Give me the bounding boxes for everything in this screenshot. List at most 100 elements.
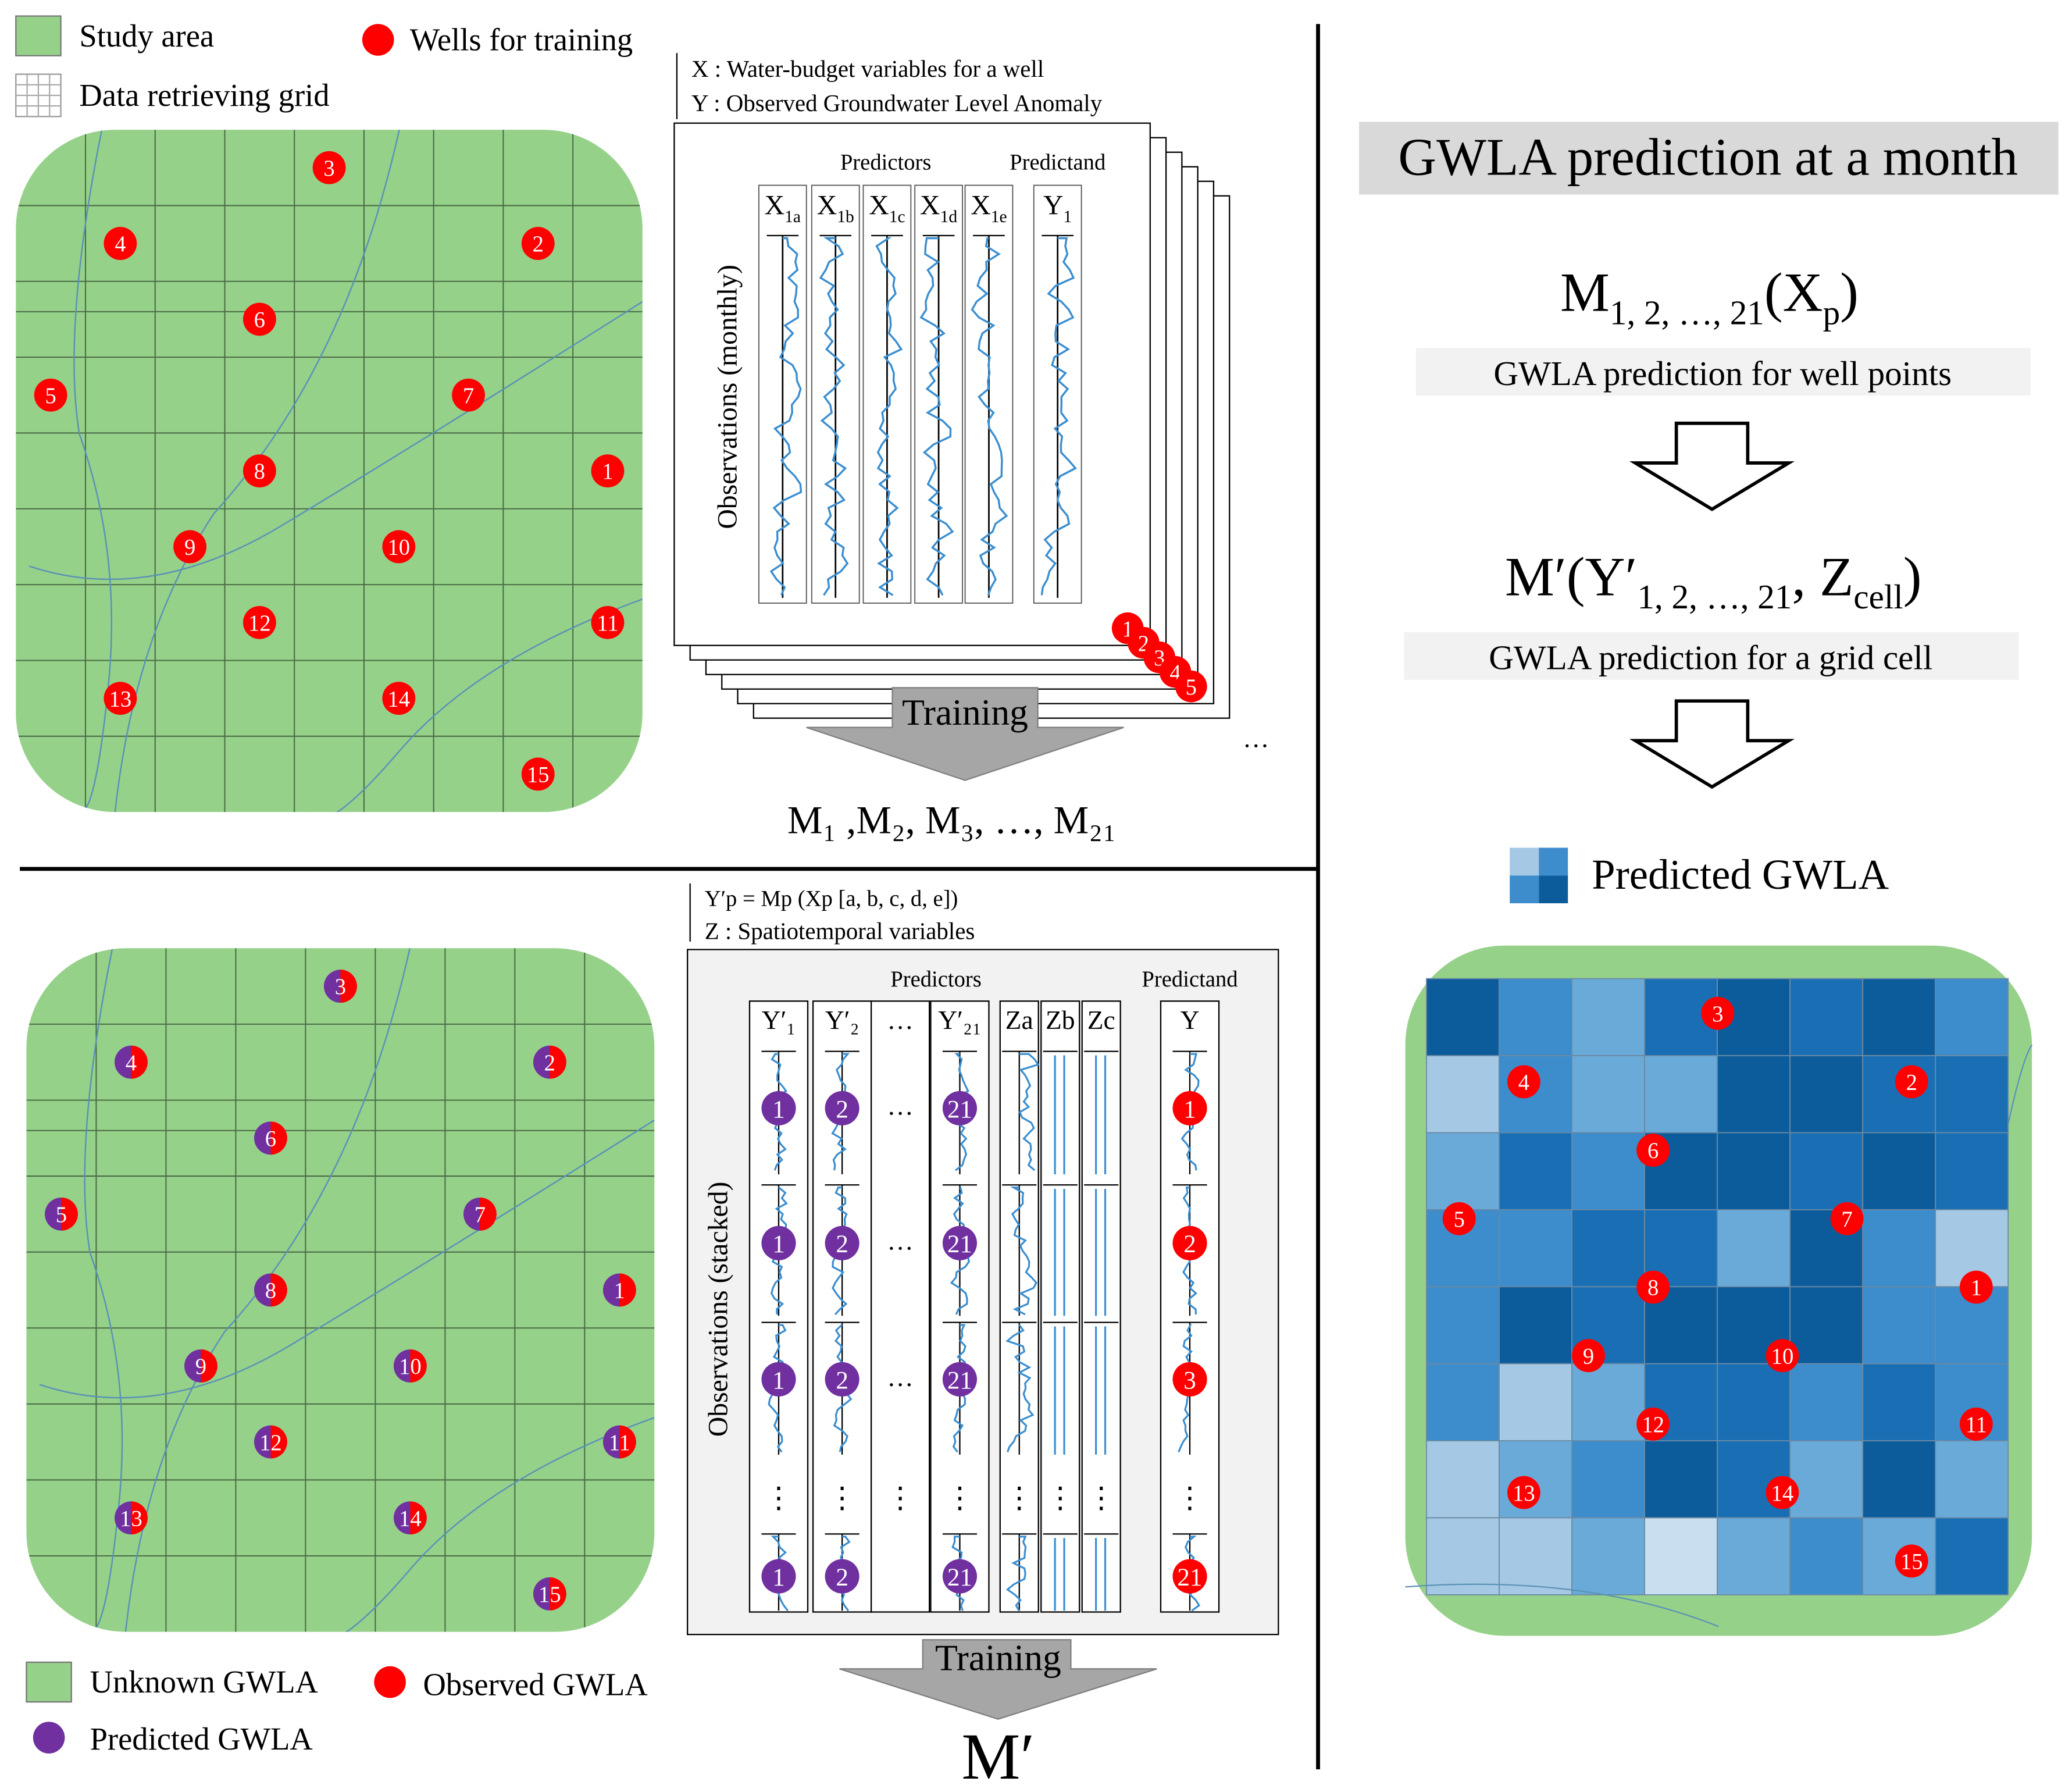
observed-marker-label: 1 — [1183, 1096, 1196, 1123]
observed-gwla-marker — [550, 1045, 566, 1079]
observed-gwla-marker — [340, 970, 357, 1003]
vertical-dots: ⋮ — [886, 1481, 915, 1514]
column-header: … — [887, 1005, 913, 1035]
observed-gwla-marker — [270, 1121, 287, 1155]
well-id-label: 15 — [1900, 1549, 1923, 1574]
observed-gwla-marker — [201, 1349, 217, 1383]
heatmap-cell — [1499, 1055, 1572, 1134]
training-well-marker — [382, 682, 416, 715]
predicted-marker — [825, 1225, 859, 1260]
predicted-marker-label: 1 — [772, 1564, 785, 1591]
well-id-label: 11 — [609, 1431, 630, 1455]
observed-marker-label: 3 — [1183, 1367, 1196, 1394]
well-id-label: 11 — [1966, 1413, 1987, 1437]
sheet-number: 5 — [1186, 675, 1197, 700]
predicted-marker-label: 21 — [947, 1096, 972, 1123]
well-id-label: 9 — [184, 536, 195, 560]
predictors-label: Predictors — [890, 967, 982, 992]
caption-1: GWLA prediction for well points — [1493, 354, 1952, 393]
text-base: X — [817, 190, 837, 221]
axis-label: Observations (monthly) — [712, 265, 743, 529]
well-id-label: 12 — [1642, 1413, 1664, 1437]
wells-for-training-swatch — [362, 24, 394, 56]
column-box — [1081, 1000, 1121, 1613]
heatmap-cell — [1935, 1517, 2009, 1595]
predicted-gwla-legend: Predicted GWLA — [1592, 851, 1889, 898]
column-box — [871, 1000, 930, 1613]
column-header: Zb — [1046, 1005, 1075, 1035]
caption-box — [1415, 348, 2031, 396]
predicted-gwla-swatch — [1510, 847, 1568, 904]
river-line — [2007, 1044, 2033, 1124]
vertical-dots: ⋮ — [1087, 1481, 1116, 1514]
heatmap-cell — [1862, 1209, 1936, 1288]
title: GWLA prediction at a month — [1398, 127, 2018, 186]
vertical-dots: ⋮ — [1005, 1481, 1034, 1514]
vertical-dots: ⋮ — [828, 1481, 857, 1514]
well-id-label: 3 — [1712, 1002, 1723, 1027]
heatmap-cell — [1571, 1517, 1645, 1595]
heatmap-cell — [1789, 978, 1864, 1056]
predicted-marker-label: 2 — [836, 1367, 848, 1394]
heatmap-cell — [1426, 1517, 1500, 1595]
well-id-label: 10 — [399, 1355, 422, 1379]
formula-subscript: 1, 2, …, 21 — [1610, 293, 1764, 332]
predicted-marker-label: 1 — [772, 1096, 785, 1123]
well-id-label: 15 — [527, 763, 550, 788]
formula-part: M′(Y′ — [1505, 546, 1637, 607]
study-area-shape — [16, 130, 643, 813]
well-id-label: 5 — [45, 384, 56, 408]
well-id-label: 1 — [614, 1279, 625, 1303]
well-id-label: 14 — [387, 687, 410, 711]
legend-study-area: Study area — [79, 18, 214, 54]
training-well-marker — [242, 605, 276, 639]
heatmap-cell — [1935, 1440, 2009, 1519]
vertical-dots: ⋮ — [945, 1481, 974, 1514]
predicted-marker-label: 1 — [772, 1231, 785, 1258]
well-id-label: 3 — [335, 975, 346, 999]
heatmap-cell — [1789, 1055, 1864, 1134]
heatmap-cell — [1644, 1440, 1718, 1519]
heatmap-cell — [1935, 1055, 2009, 1134]
well-id-label: 12 — [259, 1431, 282, 1455]
series-line — [1005, 1536, 1027, 1612]
text-subscript: 1a — [784, 208, 801, 226]
predicted-marker — [942, 1225, 978, 1260]
well-id-label: 13 — [109, 687, 132, 711]
well-id-label: 6 — [1647, 1139, 1659, 1163]
heatmap-cell — [1644, 1363, 1718, 1442]
y-definition: Y : Observed Groundwater Level Anomaly — [691, 90, 1103, 116]
formula-part: ) — [1840, 262, 1859, 323]
heatmap-cell — [1499, 1132, 1572, 1210]
study-area-swatch — [15, 15, 62, 56]
well-id-label: 11 — [597, 611, 618, 636]
well-marker — [1895, 1544, 1928, 1578]
legend-grid: Data retrieving grid — [79, 77, 329, 113]
training-well-marker — [452, 378, 485, 412]
well-id-label: 9 — [1583, 1344, 1594, 1369]
well-marker — [1507, 1065, 1540, 1099]
column-header: Y1 — [1043, 190, 1072, 226]
predicted-marker — [942, 1091, 978, 1125]
unknown-gwla-swatch — [26, 1661, 72, 1703]
heatmap-cell — [1935, 978, 2009, 1056]
series-line — [1010, 1187, 1038, 1316]
heatmap-cell — [1571, 1209, 1645, 1288]
legend-unknown: Unknown GWLA — [90, 1664, 318, 1700]
text-base: Y — [1043, 190, 1063, 221]
well-marker — [1636, 1270, 1670, 1304]
well-id-label: 4 — [115, 232, 126, 256]
predicted-marker — [761, 1559, 796, 1594]
predicted-marker-label: 21 — [947, 1367, 972, 1394]
text-base: X — [971, 190, 990, 221]
predictand-label: Predictand — [1010, 150, 1105, 174]
training-well-marker — [591, 605, 625, 639]
training-label: Training — [935, 1637, 1061, 1679]
observed-marker — [1172, 1225, 1207, 1260]
legend-wells: Wells for training — [410, 22, 633, 58]
formula-part: ) — [1903, 546, 1922, 607]
well-marker — [1766, 1339, 1799, 1373]
well-id-label: 1 — [1971, 1276, 1982, 1301]
column-header: Zc — [1087, 1005, 1115, 1035]
